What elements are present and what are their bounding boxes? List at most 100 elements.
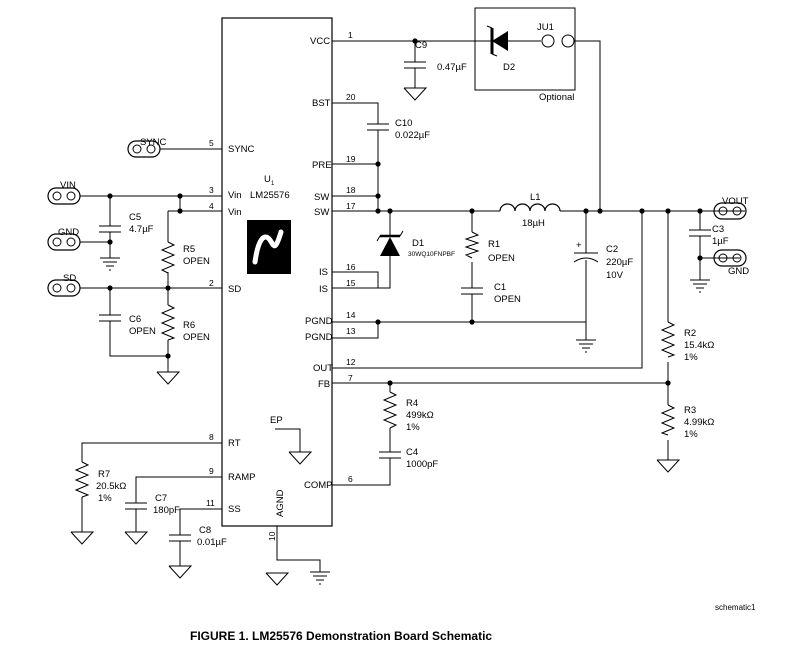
pin-num-pgnd14: 14 (346, 310, 356, 320)
pin-num-pgnd13: 13 (346, 326, 356, 336)
r1-ref: R1 (488, 239, 500, 250)
r3-tol: 1% (684, 429, 698, 440)
pin-num-bst: 20 (346, 92, 356, 102)
r2-value: 15.4kΩ (684, 340, 714, 351)
pin-num-vin4: 4 (209, 201, 214, 211)
pin-num-sw18: 18 (346, 185, 356, 195)
pin-num-sd: 2 (209, 278, 214, 288)
pin-name-sync: SYNC (228, 144, 255, 155)
footnote-tag: schematic1 (715, 603, 756, 612)
r5-value: OPEN (183, 256, 210, 267)
pin-name-sw18: SW (314, 192, 329, 203)
c6-value: OPEN (129, 326, 156, 337)
pin-name-vin4: Vin (228, 207, 242, 218)
pin-name-rt: RT (228, 438, 241, 449)
pin-num-vin3: 3 (209, 185, 214, 195)
resistor-zigzags (74, 231, 676, 498)
c10-value: 0.022µF (395, 130, 430, 141)
c1-value: OPEN (494, 294, 521, 305)
c3-value: 1µF (712, 236, 729, 247)
l1-value: 18µH (522, 218, 545, 229)
pin-num-ramp: 9 (209, 466, 214, 476)
wires-right (275, 40, 745, 572)
sync-connector-label: SYNC (140, 137, 167, 148)
ground-symbols (70, 87, 710, 586)
pin-name-pre: PRE (312, 160, 332, 171)
wires-left (80, 148, 222, 566)
pin-num-agnd: 10 (267, 531, 277, 541)
c7-ref: C7 (155, 493, 167, 504)
r3-value: 4.99kΩ (684, 417, 714, 428)
r7-tol: 1% (98, 493, 112, 504)
r4-value: 499kΩ (406, 410, 434, 421)
pin-name-sw17: SW (314, 207, 329, 218)
pin-num-fb: 7 (348, 373, 353, 383)
pin-num-pre: 19 (346, 154, 356, 164)
pin-name-ss: SS (228, 504, 241, 515)
pin-name-vcc: VCC (310, 36, 330, 47)
pin-num-sync: 5 (209, 138, 214, 148)
l1-ref: L1 (530, 192, 541, 203)
c4-ref: C4 (406, 447, 418, 458)
c9-ref: C9 (415, 40, 427, 51)
r7-ref: R7 (98, 469, 110, 480)
pin-name-is15: IS (319, 284, 328, 295)
gnd-out-connector-label: GND (728, 266, 749, 277)
c1-ref: C1 (494, 282, 506, 293)
ju1-label: JU1 (537, 22, 554, 33)
r4-ref: R4 (406, 398, 418, 409)
sd-connector-label: SD (63, 273, 76, 284)
r2-tol: 1% (684, 352, 698, 363)
vout-connector-label: VOUT (722, 196, 749, 207)
vin-connector-label: VIN (60, 180, 76, 191)
pin-name-agnd: AGND (275, 489, 286, 517)
pin-name-sd: SD (228, 284, 241, 295)
c5-value: 4.7µF (129, 224, 154, 235)
r1-value: OPEN (488, 253, 515, 264)
r7-value: 20.5kΩ (96, 481, 126, 492)
d2-label: D2 (503, 62, 515, 73)
c6-ref: C6 (129, 314, 141, 325)
pin-name-fb: FB (318, 379, 330, 390)
optional-label: Optional (539, 92, 574, 103)
ic-ref-sub: 1 (271, 181, 275, 187)
pin-name-out: OUT (313, 363, 333, 374)
ic-ref: U (264, 174, 271, 185)
pin-num-ss: 11 (206, 498, 215, 508)
c2-plus: + (576, 240, 582, 251)
national-semiconductor-logo (247, 220, 291, 274)
junction-dots (107, 38, 703, 386)
ic-part-number: LM25576 (250, 190, 290, 201)
diode-d2-symbol (485, 25, 541, 57)
c8-value: 0.01µF (197, 537, 227, 548)
diode-d1-symbol (376, 230, 404, 256)
c5-ref: C5 (129, 212, 141, 223)
optional-box (474, 7, 576, 91)
c7-value: 180pF (153, 505, 180, 516)
gnd-in-connector-label: GND (58, 227, 79, 238)
c10-ref: C10 (395, 118, 412, 129)
d1-value: 30WQ10FNPBF (408, 251, 455, 258)
figure-caption: FIGURE 1. LM25576 Demonstration Board Sc… (190, 629, 492, 643)
c2-ref: C2 (606, 244, 618, 255)
r6-ref: R6 (183, 320, 195, 331)
pin-num-rt: 8 (209, 432, 214, 442)
c2-value: 220µF (606, 257, 633, 268)
pin-name-ep: EP (270, 415, 283, 426)
r5-ref: R5 (183, 244, 195, 255)
pin-num-comp: 6 (348, 474, 353, 484)
c4-value: 1000pF (406, 459, 438, 470)
pin-name-comp: COMP (304, 480, 333, 491)
r3-ref: R3 (684, 405, 696, 416)
pin-num-out: 12 (346, 357, 356, 367)
pin-name-pgnd14: PGND (305, 316, 333, 327)
pin-num-is15: 15 (346, 278, 356, 288)
terminal-connectors (47, 140, 747, 297)
d1-ref: D1 (412, 238, 424, 249)
pin-name-ramp: RAMP (228, 472, 255, 483)
r4-tol: 1% (406, 422, 420, 433)
pin-name-pgnd13: PGND (305, 332, 333, 343)
c9-value: 0.47µF (437, 62, 467, 73)
pin-name-bst: BST (312, 98, 331, 109)
